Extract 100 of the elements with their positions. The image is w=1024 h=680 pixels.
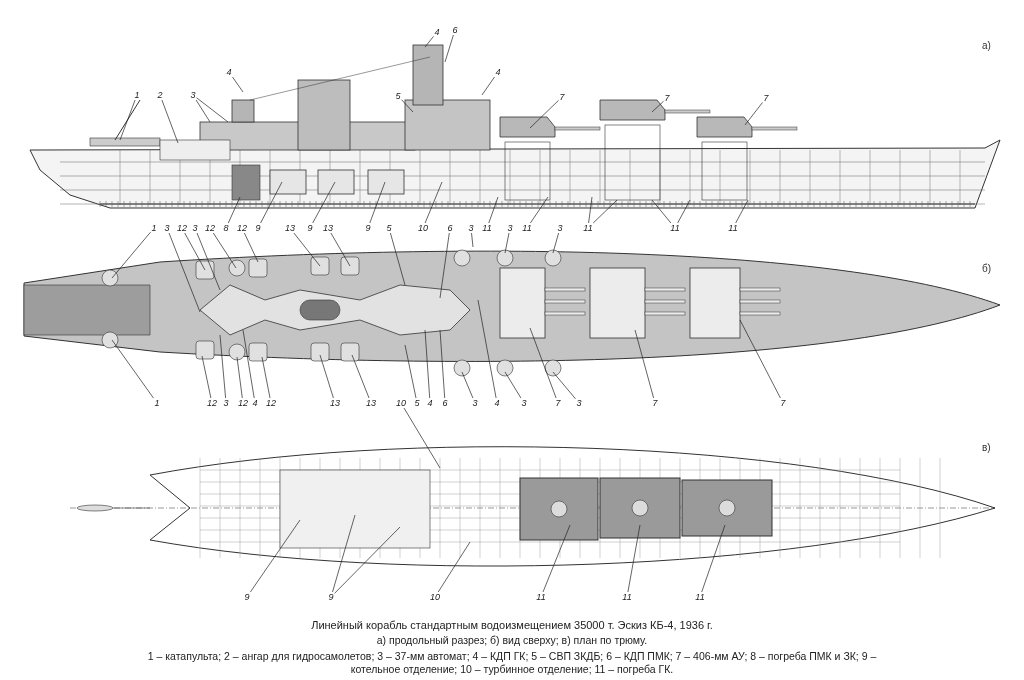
leader-line xyxy=(201,355,212,399)
callout-number: 12 xyxy=(236,223,248,233)
callout-number: 11 xyxy=(694,592,706,602)
callout-number: 3 xyxy=(506,223,514,233)
callout-number: 5 xyxy=(413,398,421,408)
leader-line xyxy=(404,344,417,399)
callout-number: 5 xyxy=(385,223,393,233)
callout-number: 7 xyxy=(663,93,671,103)
callout-number: 2 xyxy=(156,90,164,100)
leader-line xyxy=(227,196,241,224)
leader-line xyxy=(330,232,351,267)
leader-line xyxy=(529,327,557,399)
callout-number: 10 xyxy=(429,592,441,602)
callout-number: 11 xyxy=(727,223,739,233)
leader-line xyxy=(651,199,672,224)
leader-line xyxy=(236,356,243,399)
leader-line xyxy=(739,319,781,399)
callout-number: 5 xyxy=(394,91,402,101)
leader-line xyxy=(424,36,434,48)
leader-line xyxy=(444,34,454,63)
callout-number: 3 xyxy=(520,398,528,408)
callout-number: 3 xyxy=(471,398,479,408)
leader-line xyxy=(196,97,229,123)
leader-line xyxy=(552,232,559,254)
leader-line xyxy=(677,199,691,224)
leader-line xyxy=(627,524,641,593)
callout-number: 11 xyxy=(621,592,633,602)
callout-number: 9 xyxy=(243,592,251,602)
leader-line xyxy=(196,232,221,291)
callout-number: 1 xyxy=(153,398,161,408)
leader-line xyxy=(319,354,334,399)
panel-letter: в) xyxy=(982,442,991,453)
leader-line xyxy=(111,231,151,279)
callout-number: 3 xyxy=(189,90,197,100)
leader-line xyxy=(477,299,497,399)
leader-line xyxy=(195,99,211,123)
leader-line xyxy=(119,99,136,141)
leader-line xyxy=(424,329,431,399)
leader-line xyxy=(735,199,749,224)
callout-number: 4 xyxy=(225,67,233,77)
callout-number: 3 xyxy=(191,223,199,233)
leader-line xyxy=(488,196,499,224)
callout-number: 3 xyxy=(575,398,583,408)
callout-number: 7 xyxy=(779,398,787,408)
leader-line xyxy=(744,102,763,126)
callout-number: 6 xyxy=(446,223,454,233)
callout-number: 11 xyxy=(582,223,594,233)
callout-number: 12 xyxy=(237,398,249,408)
callout-number: 12 xyxy=(206,398,218,408)
callout-number: 4 xyxy=(433,27,441,37)
callout-number: 7 xyxy=(651,398,659,408)
callout-number: 11 xyxy=(481,223,493,233)
leader-line xyxy=(530,196,549,224)
callout-number: 3 xyxy=(222,398,230,408)
callout-number: 3 xyxy=(163,223,171,233)
callout-number: 7 xyxy=(558,92,566,102)
leader-line xyxy=(634,329,654,399)
callout-number: 9 xyxy=(364,223,372,233)
callout-number: 4 xyxy=(251,398,259,408)
callout-number: 7 xyxy=(762,93,770,103)
callout-number: 12 xyxy=(204,223,216,233)
leader-line xyxy=(212,232,237,269)
leader-line xyxy=(293,232,321,267)
figure-subtitle: а) продольный разрез; б) вид сверху; в) план по трюму. xyxy=(375,634,649,646)
leader-line xyxy=(437,541,471,593)
leader-line xyxy=(651,100,664,113)
callout-number: 11 xyxy=(535,592,547,602)
callout-number: 11 xyxy=(521,223,533,233)
callout-number: 3 xyxy=(467,223,475,233)
callout-number: 10 xyxy=(395,398,407,408)
callout-number: 3 xyxy=(556,223,564,233)
leader-line xyxy=(439,232,450,299)
leader-line xyxy=(244,232,259,263)
leader-line xyxy=(403,407,441,469)
callout-number: 8 xyxy=(222,223,230,233)
leader-line xyxy=(260,181,283,224)
callout-number: 1 xyxy=(133,90,141,100)
leader-line xyxy=(592,199,618,224)
callout-number: 12 xyxy=(265,398,277,408)
callout-number: 11 xyxy=(669,223,681,233)
leader-line xyxy=(111,339,154,399)
callout-number: 7 xyxy=(554,398,562,408)
figure-caption: Линейный корабль стандартным водоизмещением 35000 т. Эскиз КБ-4, 1936 г. xyxy=(310,619,714,631)
leader-line xyxy=(242,329,255,399)
callout-number: 9 xyxy=(306,223,314,233)
callout-number: 4 xyxy=(426,398,434,408)
leader-line xyxy=(161,99,179,144)
leader-line xyxy=(351,354,370,399)
leader-line xyxy=(504,371,522,399)
panel-letter: б) xyxy=(982,263,992,274)
leader-line xyxy=(184,232,206,271)
leader-line xyxy=(461,371,474,399)
leader-line xyxy=(588,196,593,224)
leader-line xyxy=(261,356,271,399)
leader-line xyxy=(332,514,356,593)
callout-number: 10 xyxy=(417,223,429,233)
leader-line xyxy=(701,524,726,593)
callout-number: 13 xyxy=(284,223,296,233)
callout-number: 13 xyxy=(365,398,377,408)
leader-line xyxy=(504,232,510,254)
